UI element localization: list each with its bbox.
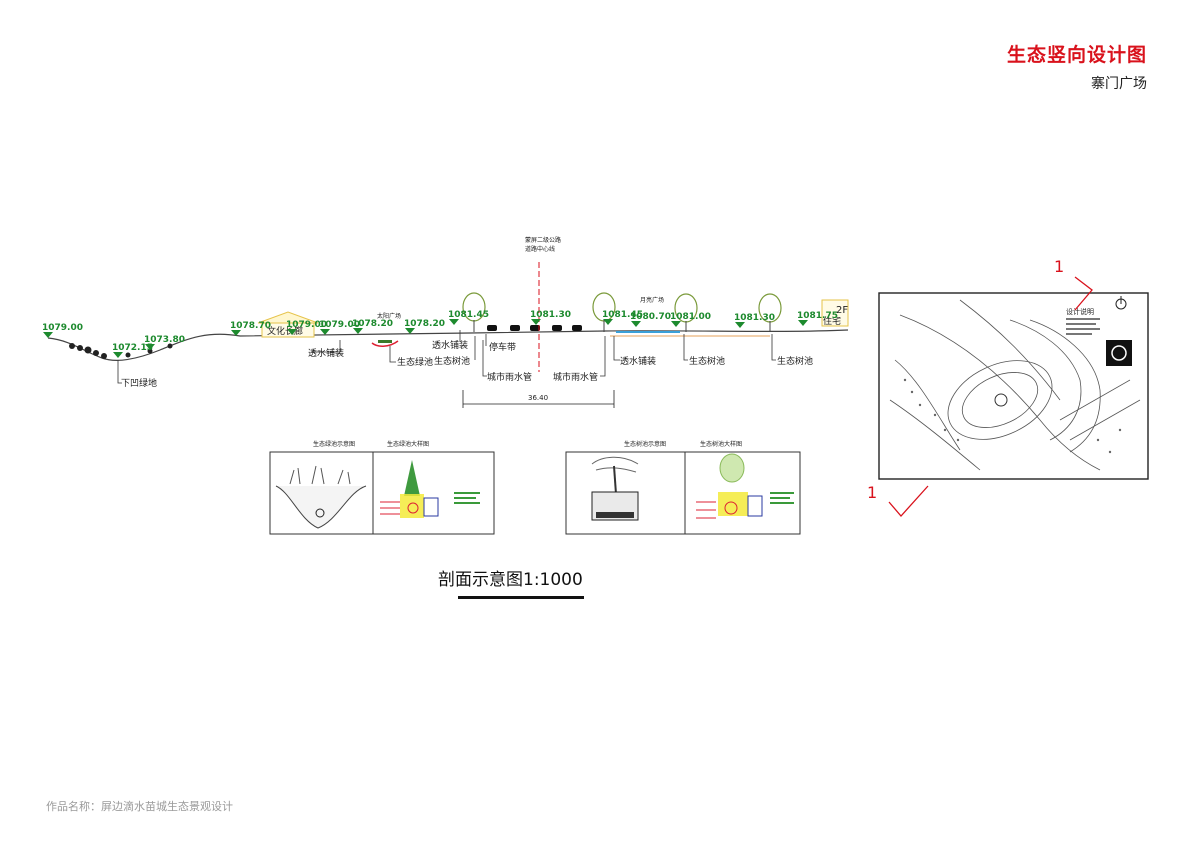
culture-corridor-label: 文化长廊 (267, 325, 303, 337)
elevation-marker (353, 328, 363, 334)
page-subtitle: 寨门广场 (1091, 76, 1147, 92)
footer-text: 作品名称：屏边滴水苗城生态景观设计 (46, 800, 233, 813)
detail-panel-green-pool (269, 451, 495, 535)
elevation-label: 1081.45 (448, 310, 489, 320)
sun-square-label: 太阳广场 (377, 312, 401, 320)
elevation-label: 1078.20 (352, 319, 393, 329)
elevation-label: 1079.00 (319, 320, 360, 330)
detail-title-tree-pool-schematic: 生态树池示意图 (624, 440, 666, 448)
elevation-marker (145, 344, 155, 350)
elevation-label: 1079.00 (42, 323, 83, 333)
callout-sunken-green: 下凹绿地 (121, 377, 157, 389)
callout-eco-tree-pool-1: 生态树池 (434, 355, 470, 367)
elevation-marker (320, 329, 330, 335)
detail-title-green-pool-large: 生态绿池大样图 (387, 440, 429, 448)
section-cut-label-top: 1 (1054, 257, 1064, 276)
callout-eco-green-pool: 生态绿池 (397, 356, 433, 368)
elevation-label: 1081.30 (530, 310, 571, 320)
moon-square-label: 月亮广场 (640, 296, 664, 304)
callout-city-storm-pipe-2: 城市雨水管 (553, 371, 598, 383)
section-cut-label-bottom: 1 (867, 483, 877, 502)
elevation-marker (231, 330, 241, 336)
elevation-marker (671, 321, 681, 327)
callout-eco-tree-pool-2: 生态树池 (689, 355, 725, 367)
callout-city-storm-pipe-1: 城市雨水管 (487, 371, 532, 383)
section-caption: 剖面示意图1:1000 (438, 570, 583, 590)
plan-view (878, 292, 1149, 480)
elevation-label: 1078.70 (230, 321, 271, 331)
elevation-label: 1081.45 (602, 310, 643, 320)
elevation-marker (631, 321, 641, 327)
tree-1 (462, 292, 486, 332)
elevation-label: 1072.15 (112, 343, 153, 353)
plan-legend-title: 设计说明 (1066, 307, 1094, 316)
elevation-marker (113, 352, 123, 358)
road-centerline-label-1: 蒙屏二级公路 (525, 236, 561, 244)
elevation-label: 1081.75 (797, 311, 838, 321)
elevation-label: 1081.00 (670, 312, 711, 322)
caption-underline (458, 596, 584, 599)
tree-3 (674, 293, 698, 332)
callout-parking-strip: 停车带 (489, 341, 516, 353)
elevation-marker (287, 329, 297, 335)
callout-permeable-paving-3: 透水铺装 (620, 355, 656, 367)
elevation-marker (735, 322, 745, 328)
elevation-marker (531, 319, 541, 325)
road-centerline-label-2: 道路中心线 (525, 245, 555, 253)
elevation-label: 1073.80 (144, 335, 185, 345)
elevation-marker (43, 332, 53, 338)
callout-permeable-paving-1: 透水铺装 (308, 347, 344, 359)
callout-eco-tree-pool-3: 生态树池 (777, 355, 813, 367)
elevation-label: 1078.20 (404, 319, 445, 329)
detail-title-green-pool-schematic: 生态绿池示意图 (313, 440, 355, 448)
tree-2 (592, 292, 616, 332)
elevation-marker (405, 328, 415, 334)
elevation-marker (449, 319, 459, 325)
page-header: 生态竖向设计图 寨门广场 (1007, 40, 1147, 93)
callout-permeable-paving-2: 透水铺装 (432, 339, 468, 351)
tree-4 (758, 293, 782, 332)
residence-floors-label: 2F (836, 305, 848, 316)
residence-shape (821, 299, 849, 327)
detail-title-tree-pool-large: 生态树池大样图 (700, 440, 742, 448)
elevation-label: 1081.30 (734, 313, 775, 323)
page-title: 生态竖向设计图 (1006, 44, 1147, 66)
residence-label: 住宅 (823, 315, 841, 327)
elevation-label: 1080.70 (630, 312, 671, 322)
elevation-label: 1079.00 (286, 320, 327, 330)
detail-panel-tree-pool (565, 451, 801, 535)
elevation-marker (603, 319, 613, 325)
elevation-marker (798, 320, 808, 326)
dimension-label: 36.40 (528, 394, 548, 402)
